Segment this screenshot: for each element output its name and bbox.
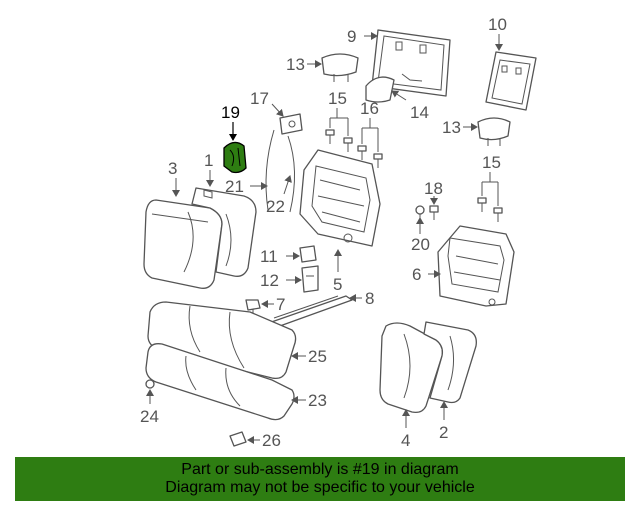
banner-line-2: Diagram may not be specific to your vehi… xyxy=(165,479,475,496)
part-13-upper-headrest-cover xyxy=(321,53,359,82)
callout-11: 11 xyxy=(260,247,278,266)
callout-25: 25 xyxy=(308,347,327,366)
callout-5: 5 xyxy=(333,275,342,294)
callout-2: 2 xyxy=(439,423,448,442)
callout-4: 4 xyxy=(401,431,410,450)
part-23-seat-cushion xyxy=(145,343,295,421)
part-2-seatback xyxy=(423,321,477,404)
info-banner: Part or sub-assembly is #19 in diagram D… xyxy=(15,457,625,501)
callout-15-right: 15 xyxy=(482,153,501,172)
leader-22 xyxy=(283,175,292,195)
part-19-highlighted xyxy=(223,141,247,174)
callout-18: 18 xyxy=(424,179,443,198)
part-20-clip xyxy=(415,205,425,222)
parts-diagram: 9 10 13 14 13 15 16 xyxy=(140,15,537,450)
callout-13-upper: 13 xyxy=(286,55,305,74)
part-3-seatback xyxy=(143,199,223,289)
part-1-seatback xyxy=(191,187,257,277)
callout-13-right: 13 xyxy=(442,118,461,137)
part-21-cable xyxy=(265,129,275,211)
callout-10: 10 xyxy=(488,15,507,34)
part-12-bracket xyxy=(301,265,319,293)
callout-9: 9 xyxy=(347,27,356,46)
leader-14 xyxy=(391,90,407,101)
part-6-seatback-frame xyxy=(437,225,515,307)
callout-24: 24 xyxy=(140,407,159,426)
leader-15-right xyxy=(481,172,499,206)
part-26-fastener xyxy=(229,431,247,447)
part-13-right-headrest-cover xyxy=(477,117,511,146)
callout-3: 3 xyxy=(168,159,177,178)
callout-14: 14 xyxy=(410,103,429,122)
part-15-bolts-upper xyxy=(325,129,353,152)
leader-17 xyxy=(271,103,284,117)
callout-19: 19 xyxy=(221,103,240,122)
part-15-bolts-right xyxy=(477,197,503,222)
part-4-seatback xyxy=(379,322,444,414)
part-25-seat-cushion xyxy=(147,301,297,380)
callout-15-upper: 15 xyxy=(328,89,347,108)
banner-line-1: Part or sub-assembly is #19 in diagram xyxy=(181,461,459,478)
part-10-panel xyxy=(485,51,537,111)
callout-22: 22 xyxy=(266,197,285,216)
callout-23: 23 xyxy=(308,391,327,410)
callout-17: 17 xyxy=(250,89,269,108)
callout-26: 26 xyxy=(262,431,281,450)
callout-21: 21 xyxy=(225,177,244,196)
part-24-clip xyxy=(145,379,155,389)
callout-16: 16 xyxy=(360,99,379,118)
part-5-seatback-frame xyxy=(299,149,381,247)
callout-1: 1 xyxy=(204,151,213,170)
part-11-clip xyxy=(299,245,317,263)
callout-20: 20 xyxy=(411,235,430,254)
part-14-cover xyxy=(365,76,395,103)
callout-7: 7 xyxy=(276,295,285,314)
part-22-cable xyxy=(287,135,296,213)
part-18-fastener xyxy=(429,205,439,220)
callout-12: 12 xyxy=(260,271,279,290)
callout-8: 8 xyxy=(365,289,374,308)
part-16-bolts xyxy=(357,145,383,168)
callout-6: 6 xyxy=(412,265,421,284)
part-17-bracket xyxy=(279,113,303,135)
leader-15-upper xyxy=(329,108,349,136)
leader-16 xyxy=(361,118,379,152)
